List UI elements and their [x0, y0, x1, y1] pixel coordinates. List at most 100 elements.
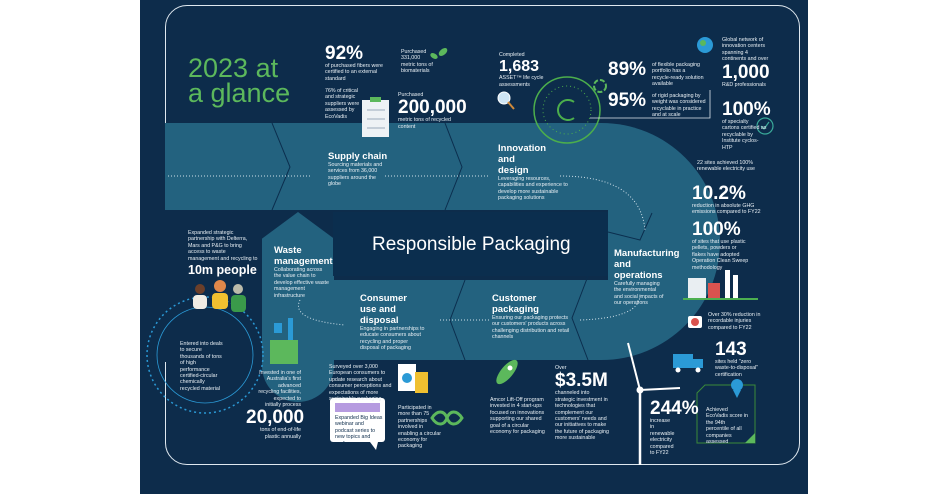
stat-biomaterials: Purchased 331,000 metric tons of biomate… [401, 49, 433, 75]
stage-text: Leveraging resources, capabilities and e… [498, 176, 568, 202]
stat-renewable-increase: 244%increase in renewable electricity co… [650, 398, 699, 457]
stat-ghg: 10.2%reduction in absolute GHG emissions… [692, 184, 764, 216]
band-gap-left [165, 280, 262, 362]
stat-partnership: Expanded strategic partnership with Delt… [188, 230, 258, 278]
stage-title: Waste management [274, 245, 333, 267]
stat-label: Purchased [398, 92, 424, 98]
stat-injuries: Over 30% reduction in recordable injurie… [708, 312, 761, 331]
packaging-icon [398, 364, 428, 393]
stage-title: Manufacturing and operations [614, 248, 680, 281]
stat-flexible-text: of flexible packaging portfolio has a re… [652, 62, 704, 88]
stat-text: sites held "zero waste-to-disposal" cert… [715, 359, 759, 378]
stat-rigid-value: 95% [608, 90, 647, 111]
stat-suppliers: 76% of critical and strategic suppliers … [325, 88, 360, 120]
stage-title: Supply chain [328, 151, 388, 162]
stat-value: 100% [692, 219, 741, 240]
stat-partnerships: Participated in more than 75 partnership… [398, 405, 441, 450]
center-title: Responsible Packaging [372, 234, 571, 255]
chevron-3 [607, 212, 653, 241]
stat-value: 1,683 [499, 58, 540, 76]
stat-liftoff: Amcor Lift-Off program invested in 4 sta… [490, 397, 545, 436]
stage-text: Carefully managing the environmental and… [614, 281, 664, 307]
stat-fibers: 92%of purchased fibers were certified to… [325, 44, 395, 82]
stat-value: 10.2% [692, 183, 746, 204]
chevron-2 [444, 122, 463, 211]
stat-clean-sweep: 100%of sites that use plastic pellets, p… [692, 220, 750, 271]
stat-label: Completed [499, 52, 525, 58]
rocket-icon [496, 359, 518, 385]
stat-value: 244% [650, 398, 699, 419]
stage-title: Customer packaging [492, 293, 539, 315]
stat-text: ASSET™ life cycle assessments [499, 75, 544, 88]
stat-big-ideas: Expanded Big Ideas webinar and podcast s… [335, 415, 383, 447]
chevron-4 [571, 275, 589, 361]
waste-management-shield [262, 212, 334, 402]
stat-text: metric tons of recycled content [398, 117, 451, 130]
stat-text: of sites that use plastic pellets, powde… [692, 239, 749, 271]
stat-text: of specialty cartons certified as recycl… [722, 119, 767, 151]
recycling-truck-icon [673, 354, 703, 373]
clipboard-icon [362, 97, 389, 137]
stat-text: Invested in one of Australia's first adv… [258, 370, 301, 409]
stat-text: Global network of innovation centers spa… [722, 37, 769, 63]
circular-dial [146, 296, 264, 414]
stat-rigid-text: of rigid packaging by weight was conside… [652, 93, 706, 119]
page-title: 2023 at a glance [188, 53, 291, 108]
stage-text: Collaborating across the value chain to … [274, 267, 329, 299]
stage-title: Innovation and design [498, 143, 547, 176]
center-banner [333, 212, 608, 276]
stat-text: of purchased fibers were certified to an… [325, 63, 384, 82]
stat-value: 100% [722, 99, 771, 120]
frame-connector [590, 90, 711, 119]
stat-survey: Surveyed over 3,000 European consumers t… [329, 364, 392, 403]
stat-unit: R&D professionals [722, 81, 766, 88]
stat-facility: Invested in one of Australia's first adv… [246, 370, 305, 440]
people-illustration [193, 280, 246, 312]
stage-text: Ensuring our packaging protects our cust… [492, 315, 570, 341]
factory-icon [683, 270, 758, 300]
first-aid-icon [688, 316, 702, 328]
stat-flexible-value: 89% [608, 59, 647, 80]
infinity-icon [430, 410, 464, 426]
stat-value: 143 [715, 339, 747, 360]
stat-text: Expanded strategic partnership with Delt… [188, 230, 258, 262]
stat-unit: tons of end-of-life plastic annually [260, 427, 301, 440]
stat-value: $3.5M [555, 370, 608, 392]
stat-value: 10m people [188, 263, 257, 278]
stat-cartons: 100%of specialty cartons certified as re… [722, 100, 772, 151]
stat-value: 200,000 [398, 97, 467, 119]
stage-text: Sourcing materials and services from 36,… [328, 162, 383, 188]
stat-value: 1,000 [722, 61, 770, 83]
ribbon-award-icon [731, 379, 743, 398]
stage-title: Consumer use and disposal [360, 293, 407, 326]
stage-text: Engaging in partnerships to educate cons… [360, 326, 425, 352]
stat-label: Over [555, 365, 567, 371]
recycling-facility-icon [270, 318, 298, 364]
recycle-icon [593, 79, 607, 93]
circular-c-graphic [533, 76, 601, 144]
stat-value: 92% [325, 43, 364, 64]
stat-text: increase in renewable electricity compar… [650, 418, 675, 457]
stat-innovation-centers: Global network of innovation centers spa… [722, 37, 772, 88]
magnifier-icon [497, 91, 515, 110]
stat-text: channeled into strategic investment in t… [555, 390, 609, 442]
ecovadis-badge-box [696, 384, 756, 444]
stat-value: 20,000 [246, 407, 305, 429]
stat-renewable-sites: 22 sites achieved 100% renewable electri… [697, 160, 755, 173]
stat-ecovadis: Achieved EcoVadis score in the 94th perc… [706, 407, 749, 446]
certified-check-icon [756, 117, 774, 135]
chevron-1 [271, 122, 291, 211]
soundwave-icon [335, 403, 380, 412]
stat-deals: Entered into deals to secure thousands o… [180, 341, 223, 392]
